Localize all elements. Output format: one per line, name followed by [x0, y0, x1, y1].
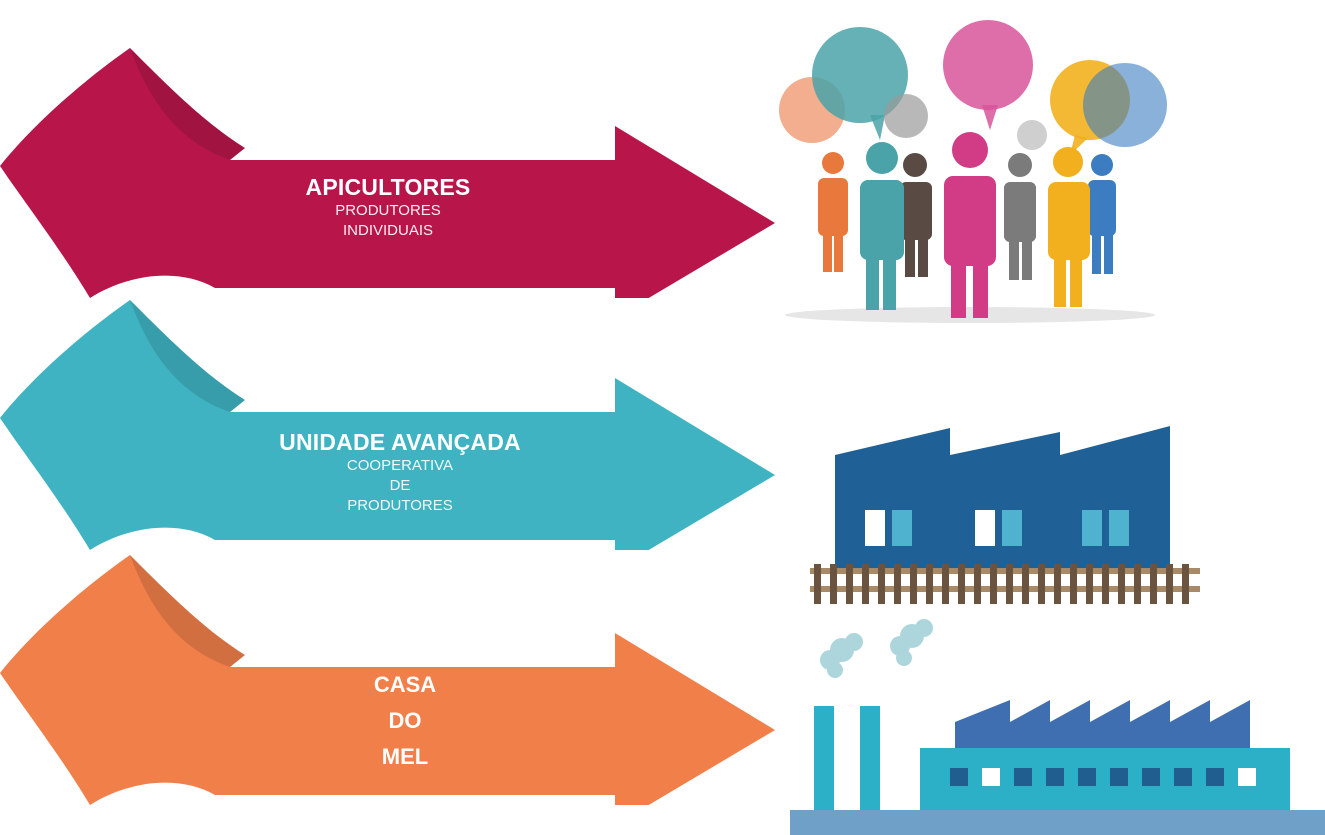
arrow-casa-do-mel-shape [0, 555, 775, 805]
arrow-casa-do-mel: CASA DO MEL [0, 555, 790, 805]
arrow-casa-title-1: CASA [373, 672, 437, 697]
factory-railway-icon [810, 426, 1200, 604]
factory-chimneys-icon [790, 619, 1325, 835]
arrow-unidade-title: UNIDADE AVANÇADA [279, 429, 521, 455]
arrow-apicultores-subtitle-1: PRODUTORES [335, 202, 441, 219]
arrow-unidade-subtitle-2: DE [389, 477, 411, 494]
arrow-casa-do-mel-text: CASA DO MEL [374, 667, 436, 775]
arrow-unidade-text: UNIDADE AVANÇADA COOPERATIVA DE PRODUTOR… [279, 428, 521, 516]
people-group-icon [779, 20, 1167, 323]
arrow-apicultores-shape [0, 48, 775, 298]
arrow-casa-title-3: MEL [381, 744, 429, 769]
arrow-unidade-subtitle-1: COOPERATIVA [346, 457, 454, 474]
arrow-unidade-subtitle-3: PRODUTORES [347, 497, 453, 514]
arrow-casa-title-2: DO [388, 708, 422, 733]
arrow-unidade: UNIDADE AVANÇADA COOPERATIVA DE PRODUTOR… [0, 300, 790, 550]
arrow-unidade-shape [0, 300, 775, 550]
arrow-apicultores: APICULTORES PRODUTORES INDIVIDUAIS [0, 48, 790, 298]
arrow-apicultores-text: APICULTORES PRODUTORES INDIVIDUAIS [306, 173, 471, 241]
arrow-apicultores-subtitle-2: INDIVIDUAIS [342, 222, 434, 239]
factory-windows [950, 768, 1256, 786]
railway-ties [814, 564, 1189, 604]
smoke-icon [820, 619, 933, 678]
arrow-apicultores-title: APICULTORES [305, 174, 471, 200]
